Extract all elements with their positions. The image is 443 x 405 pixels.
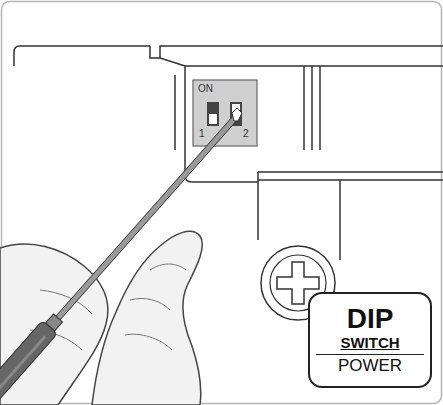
badge-subtitle: SWITCH (340, 335, 399, 352)
switch-number: 2 (243, 128, 249, 139)
switch-slot (207, 102, 219, 126)
switch-on-label: ON (198, 83, 213, 94)
screwdriver (0, 108, 242, 405)
badge-label: POWER (338, 357, 402, 376)
front-hand (92, 231, 202, 405)
divider-rule (316, 354, 424, 355)
switch-number: 1 (199, 128, 205, 139)
dip-switch-block: ON 1 2 (193, 80, 257, 146)
dip-switch-badge: DIPSWITCH POWER (308, 292, 432, 388)
badge-title: DIP (347, 304, 394, 335)
housing-lines (14, 46, 443, 260)
finger-crease (125, 264, 186, 350)
switch-toggle (209, 114, 217, 124)
switch-body (193, 80, 257, 146)
